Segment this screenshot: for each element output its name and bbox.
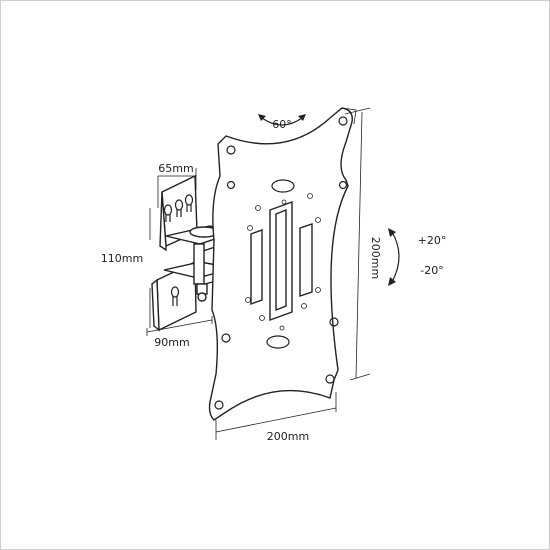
label-plate-height: 200mm xyxy=(369,237,382,279)
tilt-arrow xyxy=(388,228,400,286)
dimension-lines xyxy=(146,107,371,440)
mount-hole xyxy=(226,180,236,190)
mount-hole xyxy=(338,116,348,126)
mount-hole xyxy=(325,374,335,384)
label-base-width: 90mm xyxy=(154,336,189,349)
mount-hole xyxy=(214,400,224,410)
mount-hole xyxy=(226,145,236,155)
mount-hole xyxy=(338,180,348,190)
mount-hole xyxy=(221,333,231,343)
vertical-slots xyxy=(250,201,313,321)
label-plate-width: 200mm xyxy=(267,430,309,443)
tv-mounting-plate xyxy=(208,107,357,421)
label-bracket-height: 110mm xyxy=(101,252,143,265)
oval-cutout xyxy=(266,335,290,349)
oval-cutout xyxy=(271,179,295,193)
mount-hole xyxy=(329,317,339,327)
small-holes xyxy=(245,193,321,331)
keyhole-slot xyxy=(163,194,194,306)
label-tilt-down: -20° xyxy=(420,264,443,277)
label-bracket-width: 65mm xyxy=(158,162,193,175)
wall-plate xyxy=(151,174,198,332)
rotation-arrow-60 xyxy=(258,114,306,126)
label-top-angle: 60° xyxy=(272,118,292,131)
label-tilt-up: +20° xyxy=(418,234,447,247)
